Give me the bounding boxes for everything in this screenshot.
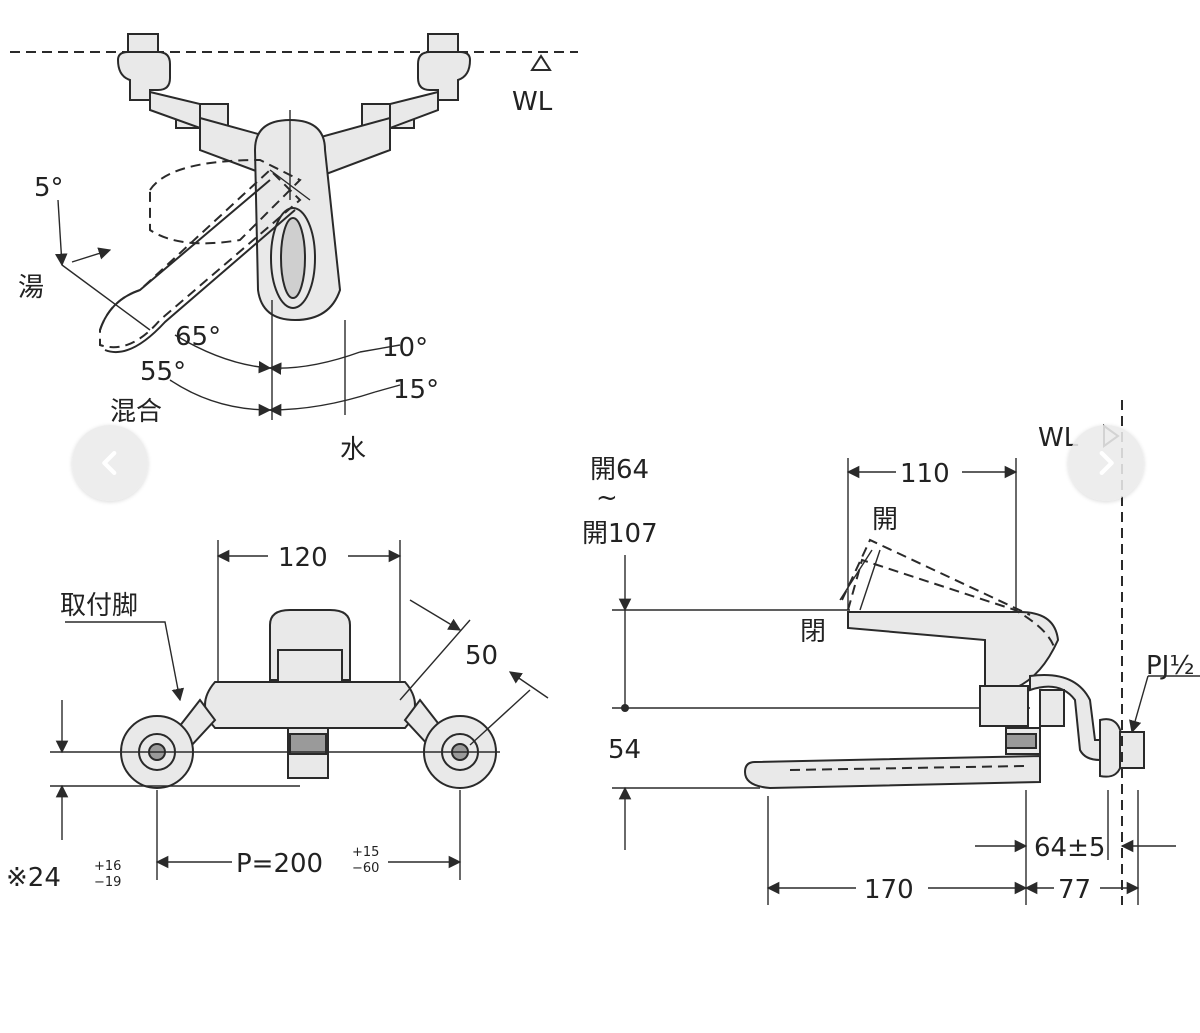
top-view: WL 5° 湯 65° 10° 55° 15° 混合 水	[10, 33, 578, 465]
dim-24-tol-bot: −19	[94, 875, 121, 890]
angle-65-label: 65°	[175, 322, 221, 352]
dim-24-label: ※24	[6, 863, 61, 893]
pitch-tol-top: +15	[352, 845, 379, 860]
chevron-left-icon	[102, 450, 117, 476]
dim-64-label: 64±5	[1034, 833, 1105, 863]
angle-15-label: 15°	[393, 375, 439, 405]
side-view: 開64 ~ 開107 54 110 開 閉	[582, 400, 1200, 905]
open-64-label: 開64	[590, 455, 649, 485]
front-view: 120 50 取付脚 ※24 +16 −19	[6, 540, 549, 893]
mount-leg-label: 取付脚	[60, 591, 138, 621]
pitch-label: P=200	[236, 849, 323, 879]
dim-50-label: 50	[465, 641, 498, 671]
angle-55-label: 55°	[140, 357, 186, 387]
chevron-right-icon	[1099, 450, 1114, 476]
open-107-label: 開107	[582, 519, 658, 549]
previous-image-button[interactable]	[72, 425, 148, 501]
hot-label: 湯	[18, 273, 44, 303]
right-elbow	[417, 51, 472, 101]
tilde-label: ~	[596, 483, 618, 513]
angle-10-label: 10°	[382, 333, 428, 363]
dim-77-label: 77	[1058, 875, 1091, 905]
spout	[743, 754, 1041, 790]
lever-handle-closed	[847, 611, 1060, 691]
wall-flange	[1099, 718, 1123, 778]
closed-label: 閉	[800, 617, 826, 647]
next-image-button[interactable]	[1068, 425, 1144, 501]
mix-label: 混合	[110, 397, 162, 427]
dim-120-label: 120	[278, 543, 328, 573]
wl-top-label: WL	[512, 87, 553, 117]
angle-5-label: 5°	[34, 173, 64, 203]
dim-54-label: 54	[608, 735, 641, 765]
left-elbow	[116, 51, 171, 101]
dim-170-label: 170	[864, 875, 914, 905]
open-label: 開	[872, 505, 898, 535]
wl-marker-top	[530, 54, 552, 71]
dim-24-tol-top: +16	[94, 859, 121, 874]
water-label: 水	[340, 435, 366, 465]
faucet-body	[204, 681, 416, 729]
pitch-tol-bot: −60	[352, 861, 379, 876]
dim-110-label: 110	[900, 459, 950, 489]
side-body	[979, 685, 1029, 727]
